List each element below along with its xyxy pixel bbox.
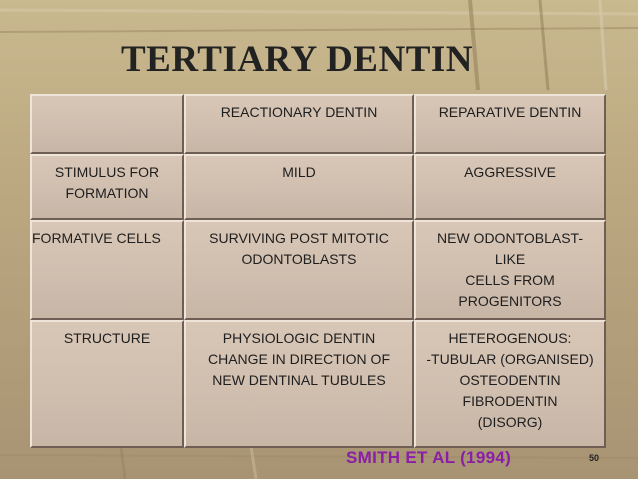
row-label-structure: STRUCTURE <box>30 320 184 448</box>
stimulus-reparative: AGGRESSIVE <box>414 154 606 220</box>
header-empty-cell <box>30 94 184 154</box>
cell-line: FORMATIVE CELLS <box>32 230 161 246</box>
cell-line: (DISORG) <box>477 414 543 430</box>
structure-reparative: HETEROGENOUS: -TUBULAR (ORGANISED) OSTEO… <box>414 320 606 448</box>
cell-line: HETEROGENOUS: <box>448 330 572 346</box>
formative-reparative: NEW ODONTOBLAST- LIKE CELLS FROM PROGENI… <box>414 220 606 320</box>
cell-line: NEW DENTINAL TUBULES <box>212 372 386 388</box>
row-label-formative-cells: FORMATIVE CELLS <box>30 220 184 320</box>
cell-line: PROGENITORS <box>458 293 562 309</box>
cell-line: CELLS FROM <box>465 272 555 288</box>
cell-line: MILD <box>282 164 316 180</box>
formative-reactionary: SURVIVING POST MITOTIC ODONTOBLASTS <box>184 220 414 320</box>
page-number: 50 <box>589 453 600 463</box>
cell-line: STIMULUS FOR <box>54 164 160 180</box>
dentin-table: REACTIONARY DENTIN REPARATIVE DENTIN STI… <box>30 94 606 448</box>
stimulus-reactionary: MILD <box>184 154 414 220</box>
citation: SMITH ET AL (1994) <box>346 448 512 467</box>
cell-line: SURVIVING POST MITOTIC <box>209 230 389 246</box>
table-row: FORMATIVE CELLS SURVIVING POST MITOTIC O… <box>30 220 606 320</box>
table-row: STRUCTURE PHYSIOLOGIC DENTIN CHANGE IN D… <box>30 320 606 448</box>
cell-line: STRUCTURE <box>63 330 151 346</box>
cell-line: FORMATION <box>65 185 149 201</box>
table-row: STIMULUS FOR FORMATION MILD AGGRESSIVE <box>30 154 606 220</box>
header-reparative: REPARATIVE DENTIN <box>414 94 606 154</box>
comparison-table: REACTIONARY DENTIN REPARATIVE DENTIN STI… <box>30 94 606 448</box>
structure-reactionary: PHYSIOLOGIC DENTIN CHANGE IN DIRECTION O… <box>184 320 414 448</box>
cell-line: -TUBULAR (ORGANISED) <box>426 351 594 367</box>
cell-line: FIBRODENTIN <box>462 393 558 409</box>
row-label-stimulus: STIMULUS FOR FORMATION <box>30 154 184 220</box>
cell-line: AGGRESSIVE <box>464 164 556 180</box>
cell-line: CHANGE IN DIRECTION OF <box>207 351 390 367</box>
slide-title: TERTIARY DENTIN <box>120 39 473 80</box>
cell-line: OSTEODENTIN <box>459 372 561 388</box>
header-reactionary: REACTIONARY DENTIN <box>184 94 414 154</box>
cell-line: PHYSIOLOGIC DENTIN <box>222 330 376 346</box>
table-header-row: REACTIONARY DENTIN REPARATIVE DENTIN <box>30 94 606 154</box>
cell-line: ODONTOBLASTS <box>241 251 357 267</box>
cell-line: NEW ODONTOBLAST- LIKE <box>437 230 583 267</box>
